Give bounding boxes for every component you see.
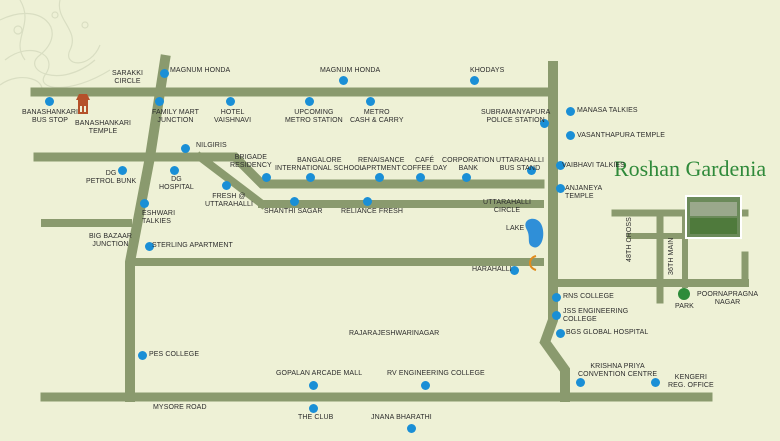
label-jnana-bharathi: JNANA BHARATHI xyxy=(371,414,432,421)
jnana-bharathi-marker[interactable] xyxy=(407,424,416,433)
upcoming-metro-marker[interactable] xyxy=(305,97,314,106)
label-harahalli: HARAHALLI xyxy=(472,266,512,273)
dg-petrol-bunk-marker[interactable] xyxy=(118,166,127,175)
fresh-uttarahalli-marker[interactable] xyxy=(222,181,231,190)
metro-cash-marker[interactable] xyxy=(366,97,375,106)
kengeri-marker[interactable] xyxy=(651,378,660,387)
label-vasanthapura-temple: VASANTHAPURA TEMPLE xyxy=(577,132,665,139)
harahalli-marker[interactable] xyxy=(510,266,519,275)
label-khodays: KHODAYS xyxy=(470,67,505,74)
road-west-vertical xyxy=(125,54,171,402)
label-fresh-uttarahalli: FRESH @UTTARAHALLI xyxy=(205,193,254,208)
shanthi-sagar-marker[interactable] xyxy=(290,197,299,206)
eshwari-talkies-marker[interactable] xyxy=(140,199,149,208)
park-dot xyxy=(678,288,690,300)
nilgiris-marker[interactable] xyxy=(181,144,190,153)
anjaneya-temple-marker[interactable] xyxy=(556,184,565,193)
road-east-vertical xyxy=(539,61,570,402)
label-magnum-honda-2: MAGNUM HONDA xyxy=(320,67,381,74)
label-vaibhavi-talkies: VAIBHAVI TALKIES xyxy=(562,162,625,169)
bangalore-international-school-marker[interactable] xyxy=(306,173,315,182)
label-reliance-fresh: RELIANCE FRESH xyxy=(341,208,404,215)
label-sterling-apartment: STERLING APARTMENT xyxy=(152,242,233,249)
decorative-swirl xyxy=(0,0,111,96)
lake xyxy=(525,218,544,248)
label-36th-main: 36TH MAIN xyxy=(668,237,675,275)
the-club-marker[interactable] xyxy=(309,404,318,413)
corporation-bank-marker[interactable] xyxy=(462,173,471,182)
gopalan-mall-marker[interactable] xyxy=(309,381,318,390)
sterling-apartment-marker[interactable] xyxy=(145,242,154,251)
label-park: PARK xyxy=(675,303,694,310)
label-bgs-hospital: BGS GLOBAL HOSPITAL xyxy=(566,329,649,336)
brigade-residency-marker[interactable] xyxy=(262,173,271,182)
bgs-hospital-marker[interactable] xyxy=(556,329,565,338)
rv-engineering-marker[interactable] xyxy=(421,381,430,390)
vaibhavi-talkies-marker[interactable] xyxy=(556,161,565,170)
family-mart-marker[interactable] xyxy=(155,97,164,106)
vasanthapura-marker[interactable] xyxy=(566,131,575,140)
label-rajarajeshwarinagar: RAJARAJESHWARINAGAR xyxy=(349,330,440,337)
project-title: Roshan Gardenia xyxy=(614,156,767,181)
label-48th-cross: 48TH CROSS xyxy=(626,217,633,262)
manasa-talkies-marker[interactable] xyxy=(566,107,575,116)
label-lake: LAKE xyxy=(506,225,525,232)
label-nilgiris: NILGIRIS xyxy=(196,142,227,149)
reliance-fresh-marker[interactable] xyxy=(363,197,372,206)
cafe-coffee-day-marker[interactable] xyxy=(416,173,425,182)
khodays-marker[interactable] xyxy=(470,76,479,85)
hotel-vaishnavi-marker[interactable] xyxy=(226,97,235,106)
uttarahalli-bus-stand-marker[interactable] xyxy=(527,166,536,175)
krishna-priya-marker[interactable] xyxy=(576,378,585,387)
label-magnum-honda-1: MAGNUM HONDA xyxy=(170,67,231,74)
label-the-club: THE CLUB xyxy=(298,414,334,421)
label-gopalan-mall: GOPALAN ARCADE MALL xyxy=(276,370,363,377)
magnum-honda-1-marker[interactable] xyxy=(160,69,169,78)
harahalli-bridge xyxy=(529,255,537,271)
banashankari-bus-stop-marker[interactable] xyxy=(45,97,54,106)
label-shanthi-sagar: SHANTHI SAGAR xyxy=(264,208,323,215)
temple-icon xyxy=(76,94,90,114)
rns-college-marker[interactable] xyxy=(552,293,561,302)
label-rns-college: RNS COLLEGE xyxy=(563,293,614,300)
label-rv-engineering: RV ENGINEERING COLLEGE xyxy=(387,370,485,377)
renaisance-marker[interactable] xyxy=(375,173,384,182)
dg-hospital-marker[interactable] xyxy=(170,166,179,175)
label-manasa-talkies: MANASA TALKIES xyxy=(577,107,638,114)
label-pes-college: PES COLLEGE xyxy=(149,351,200,358)
magnum-honda-2-marker[interactable] xyxy=(339,76,348,85)
jss-engineering-marker[interactable] xyxy=(552,311,561,320)
pes-college-marker[interactable] xyxy=(138,351,147,360)
road-nilgiris xyxy=(33,152,545,189)
label-mysore-road: MYSORE ROAD xyxy=(153,404,207,411)
subramanyapura-marker[interactable] xyxy=(540,119,549,128)
road-shanthi-sagar xyxy=(41,200,544,227)
